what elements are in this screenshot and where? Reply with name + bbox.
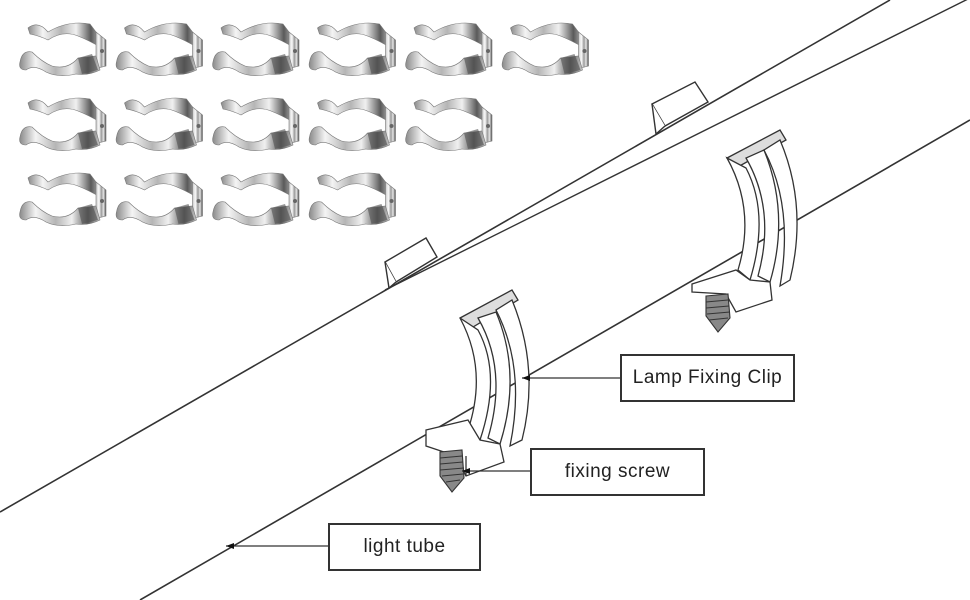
leader-screw (462, 468, 530, 474)
leader-tube (226, 543, 328, 549)
lamp-fixing-clip-front (425, 289, 530, 477)
clip-photo (212, 97, 300, 152)
clip-photo (212, 172, 300, 227)
clip-photo (115, 22, 203, 77)
fixing-screw-back (705, 293, 731, 333)
clip-back-tab-left (384, 237, 438, 290)
clip-photo (308, 22, 396, 77)
tube-middle-edge (384, 0, 968, 291)
leader-clip (522, 375, 620, 381)
clip-photo (19, 172, 107, 227)
clip-photo (212, 22, 300, 77)
tube-top-edge (0, 0, 891, 513)
clip-photo (405, 97, 493, 152)
fixing-screw-front (439, 449, 465, 493)
clip-photo (405, 22, 493, 77)
label-fixing-screw: fixing screw (530, 448, 705, 496)
lamp-fixing-clip-back (691, 129, 798, 313)
clip-photo (19, 22, 107, 77)
clip-photo (308, 97, 396, 152)
label-light-tube: light tube (328, 523, 481, 571)
clip-photo (115, 97, 203, 152)
clip-photo (308, 172, 396, 227)
clip-product-grid (19, 22, 589, 227)
tube-bottom-edge (139, 119, 970, 600)
clip-back-tab-right (651, 81, 709, 136)
clip-photo (501, 22, 589, 77)
clip-photo (19, 97, 107, 152)
clip-photo (115, 172, 203, 227)
label-lamp-fixing-clip: Lamp Fixing Clip (620, 354, 795, 402)
